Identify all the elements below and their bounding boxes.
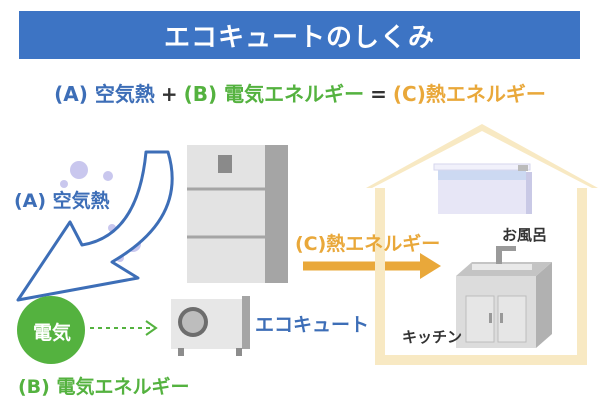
- title-banner: エコキュートのしくみ: [19, 11, 580, 59]
- formula-electric-energy: (B) 電気エネルギー: [183, 82, 365, 106]
- electricity-circle: [17, 296, 85, 364]
- bath-label: お風呂: [502, 226, 548, 244]
- electric-flow-arrow: [90, 320, 158, 336]
- formula-heat-energy: (C)熱エネルギー: [392, 82, 546, 106]
- formula-air-heat: (A) 空気熱: [54, 82, 155, 106]
- kitchen-sink: [456, 246, 552, 348]
- formula-equals: =: [370, 82, 387, 106]
- heat-energy-label: (C)熱エネルギー: [295, 233, 441, 255]
- electricity-circle-label: 電気: [33, 322, 72, 344]
- hot-water-tank: [187, 145, 288, 283]
- ecocute-label: エコキュート: [255, 314, 370, 336]
- formula-plus: +: [160, 82, 178, 106]
- kitchen-label: キッチン: [402, 328, 463, 346]
- heat-pump-unit: [171, 296, 250, 356]
- house: [366, 124, 598, 365]
- electric-energy-label: (B) 電気エネルギー: [18, 376, 190, 398]
- formula: (A) 空気熱 + (B) 電気エネルギー = (C)熱エネルギー: [0, 78, 600, 107]
- page-title: エコキュートのしくみ: [163, 22, 436, 53]
- air-heat-label: (A) 空気熱: [14, 190, 110, 212]
- heat-flow-arrow: [303, 253, 441, 279]
- bathtub: [433, 163, 532, 214]
- air-flow-arrow: [16, 150, 174, 302]
